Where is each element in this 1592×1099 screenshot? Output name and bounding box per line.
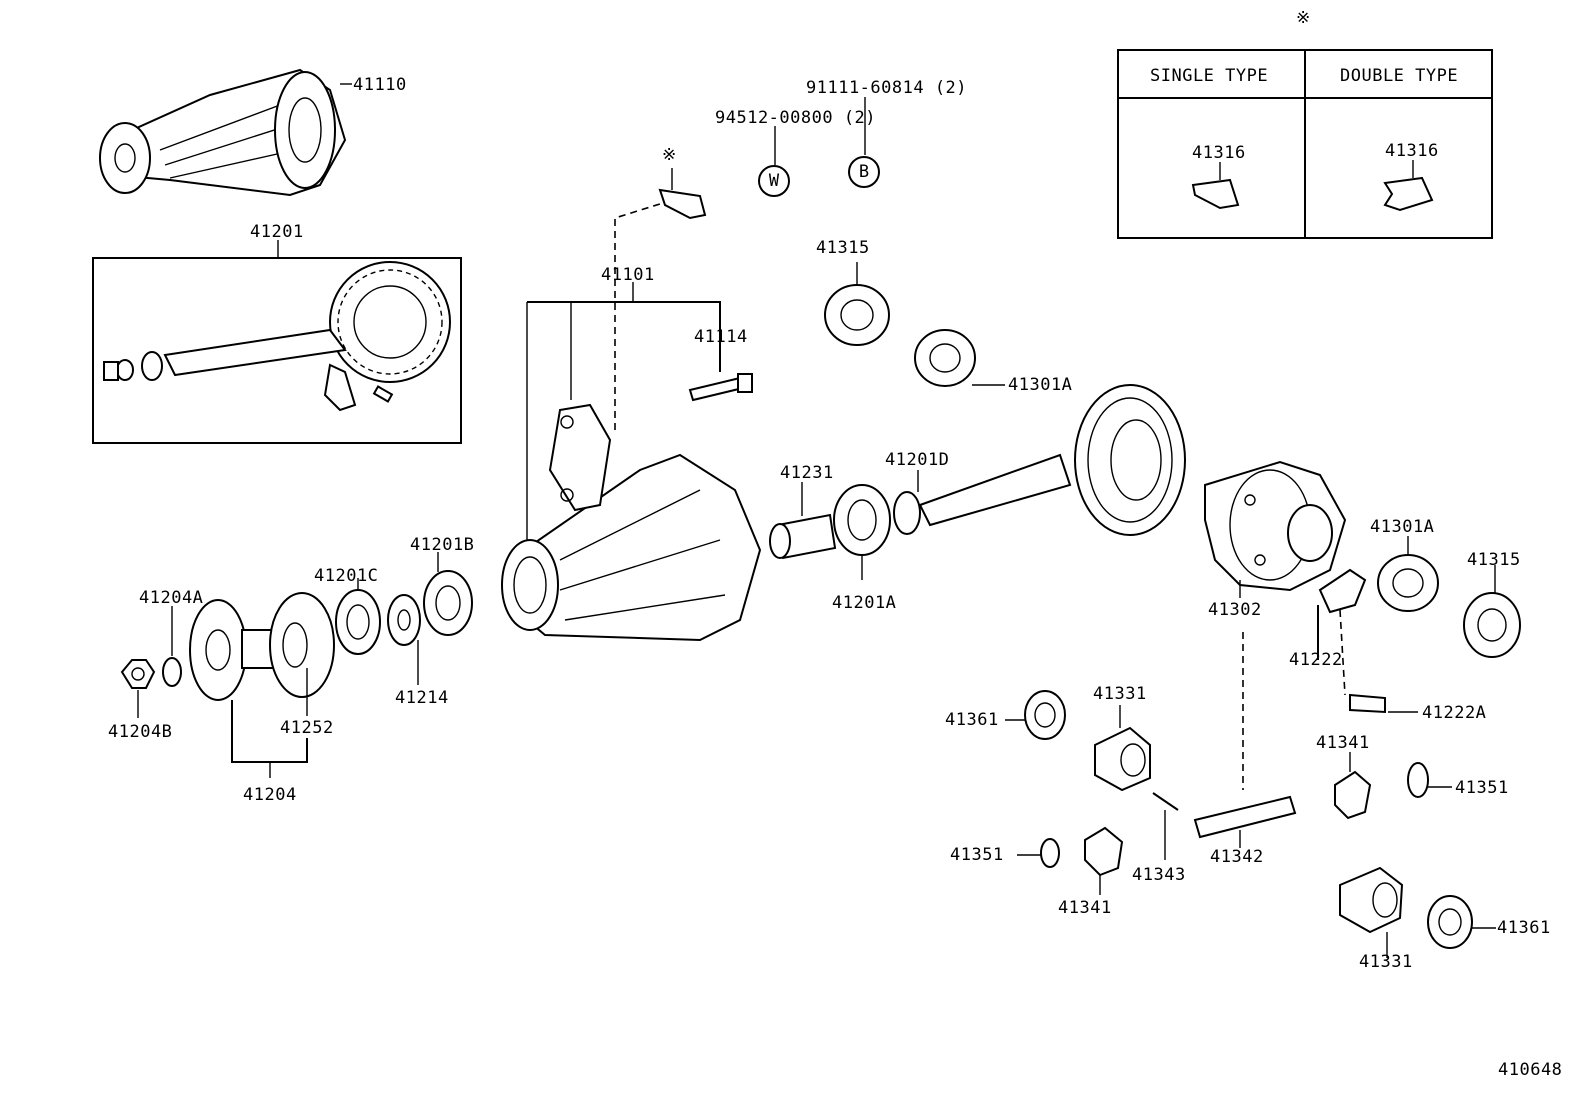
bolt-code-circle: B — [848, 156, 880, 188]
part-label-41316-single: 41316 — [1192, 143, 1246, 163]
part-label-41331-top: 41331 — [1093, 684, 1147, 704]
part-label-41201: 41201 — [250, 222, 304, 242]
asterisk-mark-lock-plate: ※ — [662, 145, 677, 165]
type-table-frame — [1117, 49, 1493, 239]
differential-case-group — [1005, 460, 1521, 958]
part-label-41343: 41343 — [1132, 865, 1186, 885]
part-label-41341-bottom: 41341 — [1058, 898, 1112, 918]
bolt-spec-label: 91111-60814 (2) — [806, 78, 968, 98]
part-label-41214: 41214 — [395, 688, 449, 708]
part-label-41301A-top: 41301A — [1008, 375, 1073, 395]
part-label-41201A: 41201A — [832, 593, 897, 613]
carrier-assembly-illustration — [99, 68, 352, 197]
part-label-41204A: 41204A — [139, 588, 204, 608]
part-label-41222A: 41222A — [1422, 703, 1487, 723]
part-label-41201D: 41201D — [885, 450, 950, 470]
part-label-41315-top: 41315 — [816, 238, 870, 258]
part-label-41101: 41101 — [601, 265, 655, 285]
asterisk-mark-table: ※ — [1296, 8, 1311, 28]
carrier-housing — [501, 188, 762, 642]
part-label-41201C: 41201C — [314, 566, 379, 586]
part-label-41351-left: 41351 — [950, 845, 1004, 865]
part-label-41361-right: 41361 — [1497, 918, 1551, 938]
figure-number: 410648 — [1498, 1060, 1563, 1080]
part-label-41204B: 41204B — [108, 722, 173, 742]
part-label-41301A-right: 41301A — [1370, 517, 1435, 537]
part-label-41252: 41252 — [280, 718, 334, 738]
ring-pinion-kit-box — [92, 240, 462, 444]
part-label-41222: 41222 — [1289, 650, 1343, 670]
part-label-41361-left: 41361 — [945, 710, 999, 730]
part-label-41231: 41231 — [780, 463, 834, 483]
table-header-double-type: DOUBLE TYPE — [1340, 66, 1459, 86]
pinion-bearing-group — [671, 97, 1186, 580]
part-label-41201B: 41201B — [410, 535, 475, 555]
washer-code-circle: W — [758, 165, 790, 197]
part-label-41110: 41110 — [353, 75, 407, 95]
part-label-41331-bottom: 41331 — [1359, 952, 1413, 972]
table-header-single-type: SINGLE TYPE — [1150, 66, 1269, 86]
part-label-41204: 41204 — [243, 785, 297, 805]
washer-spec-label: 94512-00800 (2) — [715, 108, 877, 128]
part-label-41341-right: 41341 — [1316, 733, 1370, 753]
part-label-41351-right: 41351 — [1455, 778, 1509, 798]
part-label-41302: 41302 — [1208, 600, 1262, 620]
part-label-41114: 41114 — [694, 327, 748, 347]
companion-flange-group — [120, 552, 473, 778]
part-label-41342: 41342 — [1210, 847, 1264, 867]
part-label-41315-right: 41315 — [1467, 550, 1521, 570]
part-label-41316-double: 41316 — [1385, 141, 1439, 161]
